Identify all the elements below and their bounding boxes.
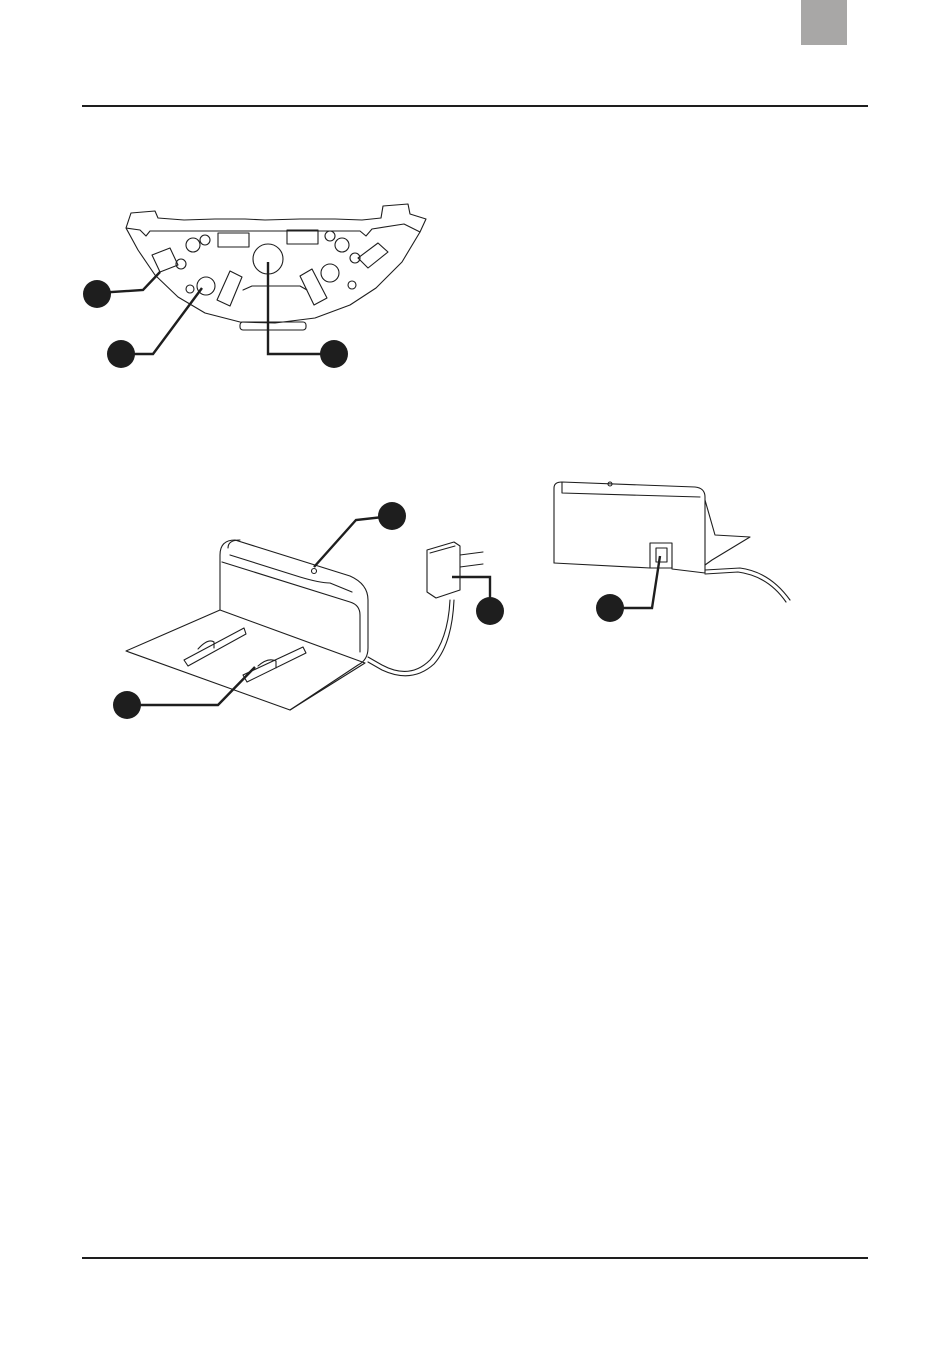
footer-rule — [82, 1257, 868, 1259]
